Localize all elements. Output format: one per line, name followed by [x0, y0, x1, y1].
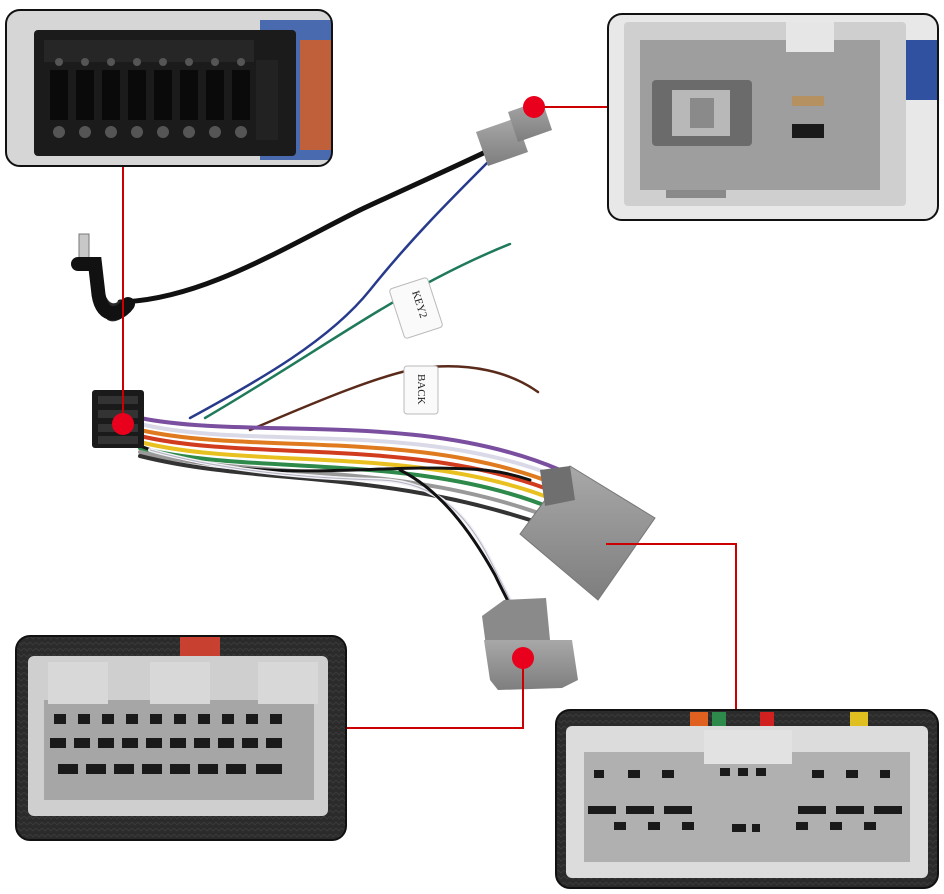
back-tag-text: BACK — [415, 374, 427, 405]
callout-dot-small-plug — [512, 647, 534, 669]
callout-dot-antenna — [523, 96, 545, 118]
antenna-plug — [71, 233, 135, 322]
inset-antenna-socket — [607, 13, 939, 221]
callout-dot-head-unit — [112, 413, 134, 435]
back-tag: BACK — [403, 365, 439, 415]
inset-vehicle-plug-b — [555, 709, 939, 889]
vehicle-plug-small — [482, 598, 578, 690]
key2-tag: KEY2 — [389, 277, 443, 339]
wire-bundle — [117, 142, 562, 608]
callout-lines — [122, 106, 737, 729]
vehicle-plug-large — [519, 465, 656, 601]
callout-dots — [112, 96, 545, 669]
inset-head-unit-plug — [5, 9, 333, 167]
inset-vehicle-plug-a — [15, 635, 347, 841]
